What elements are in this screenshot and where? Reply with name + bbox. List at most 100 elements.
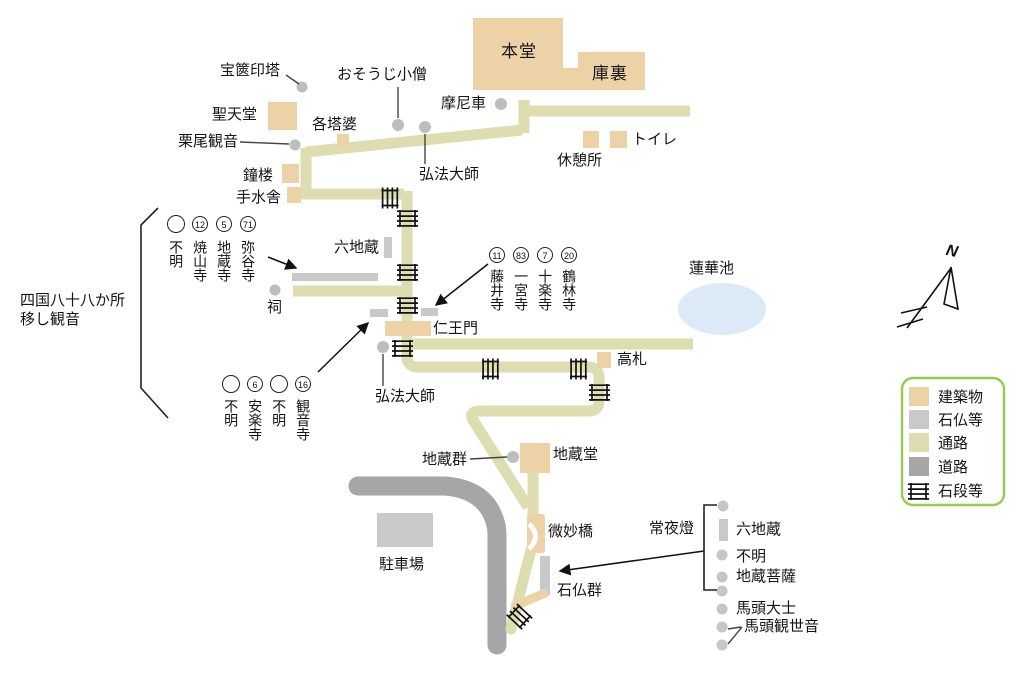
pointer-arrows [267,256,705,576]
temizusha-building [287,187,301,203]
temple-number-circle: 5 [216,216,232,232]
stone-buddha-long-bar [292,273,378,281]
label-kosatsu: 高札 [617,351,648,368]
kakutoba-marker [337,134,349,146]
label-bell-tower: 鐘楼 [243,167,274,184]
legend-box [900,376,1006,507]
temple-name: 地蔵寺 [216,240,233,282]
parking-lot-area [377,513,433,547]
hall-connector [561,68,580,90]
label-hokyointo: 宝篋印塔 [220,62,281,79]
temple-number-circle [167,215,185,233]
hokyointo-dot [296,81,308,93]
temple-name: 安楽寺 [247,399,264,441]
temple-number-circle: 12 [192,216,208,232]
manisha-dot [495,98,507,110]
label-jizogun: 地蔵群 [422,451,468,468]
label-toilet: トイレ [632,131,678,148]
temple-number-circle: 11 [489,247,505,263]
label-kuri: 庫裏 [592,64,628,83]
rokujizo-stone-bar [384,237,392,258]
label-rokujizo: 六地蔵 [334,239,380,256]
temple-number-circle: 7 [537,247,553,263]
lotus-pond [678,283,766,335]
annotation-bato-daishi: 馬頭大士 [736,600,797,617]
temple-number-circle: 6 [247,376,263,392]
legend-label-stone: 石仏等 [938,412,984,429]
statue-dots [269,81,519,463]
legend-swatch-path [909,433,929,452]
annotation-bato-kanzeon: 馬頭観世音 [744,618,820,635]
annotation-rokujizo: 六地蔵 [736,521,782,538]
annotation-rokujizo-bar [719,519,728,541]
legend-label-building: 建築物 [938,389,984,406]
osoji-kozo-dot [392,119,404,131]
stone-bar-right-of-gate [421,308,438,316]
annotation-dots [716,500,729,651]
utsushi-caption-line2: 移し観音 [20,311,81,328]
temple-name: 弥谷寺 [240,240,257,282]
bridge-arch-mark [527,522,538,551]
temple-name: 不明 [168,240,185,268]
temple-name: 焼山寺 [192,240,209,282]
label-kobo-daishi-lower: 弘法大師 [375,388,436,405]
lantern-bracket [703,504,717,591]
toilet-building-1 [583,131,599,148]
temple-number-circle [270,375,288,393]
shotendo-building [268,102,297,130]
temple-name: 観音寺 [295,399,312,441]
legend-swatch-stone [909,410,929,429]
kosatsu-board [597,352,611,368]
label-connector-lines [239,74,743,645]
annotation-fumei: 不明 [736,548,767,565]
temple-name: 不明 [223,399,240,427]
bell-tower-building [282,164,299,183]
utsushi-caption-line1: 四国八十八か所 [20,292,126,309]
sekibutsugun-bar [540,556,550,595]
lower-bridge-bar [510,587,550,612]
label-manisha: 摩尼車 [441,95,487,112]
label-shotendo: 聖天堂 [212,106,258,123]
temple-name: 藤井寺 [489,269,506,311]
temple-name: 一宮寺 [513,269,530,311]
kobo-daishi-upper-dot [419,121,431,133]
group-brackets [140,207,717,591]
legend-swatch-building [909,387,929,406]
kurio-kannon-dot [289,139,301,151]
label-rest-area: 休憩所 [557,152,603,169]
label-parking: 駐車場 [379,556,425,573]
temple-number-circle: 71 [240,216,256,232]
legend-label-steps: 石段等 [938,483,984,500]
label-kakutoba: 各塔婆 [312,116,358,133]
stone-objects [292,237,728,595]
label-kobo-daishi-upper: 弘法大師 [419,166,480,183]
hokora-dot [269,284,281,296]
annotation-jizo-bosatsu: 地蔵菩薩 [736,568,797,585]
utsushi-kannon-bracket [140,207,169,419]
kuri-building [578,52,645,90]
legend-label-path: 通路 [938,435,969,452]
label-main-hall: 本堂 [501,42,537,61]
temple-name: 十楽寺 [537,269,554,311]
label-joyato: 常夜燈 [649,520,695,537]
jizodo-building [520,443,550,473]
label-temizusha: 手水舎 [236,189,282,206]
kobo-daishi-lower-dot [377,341,389,353]
label-sekibutsugun: 石仏群 [557,582,603,599]
legend-label-road: 道路 [938,459,969,476]
legend-swatch-road [909,457,929,476]
road [348,476,507,655]
toilet-building-2 [610,131,627,148]
label-bimyo-bridge: 微妙橋 [548,523,594,540]
temple-number-circle: 16 [295,376,311,392]
label-jizodo: 地蔵堂 [553,446,599,463]
main-hall-building [473,18,563,90]
temple-name: 鶴林寺 [561,269,578,311]
temple-number-circle: 20 [561,247,577,263]
label-lotus-pond: 蓮華池 [689,260,735,277]
label-hokora: 祠 [267,299,283,316]
buildings [268,18,645,612]
label-osoji-kozo: おそうじ小僧 [337,66,428,83]
